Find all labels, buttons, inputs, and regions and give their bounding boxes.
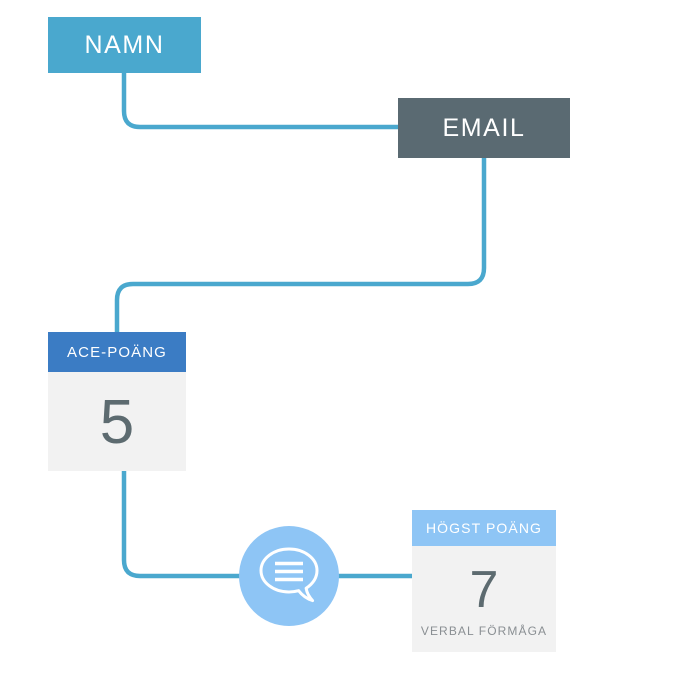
node-chat-icon[interactable] <box>239 526 339 626</box>
card-ace-poang[interactable]: ACE-POÄNG 5 <box>48 332 186 471</box>
card-hogst-poang-header: HÖGST POÄNG <box>412 510 556 546</box>
card-hogst-poang[interactable]: HÖGST POÄNG 7 VERBAL FÖRMÅGA <box>412 510 556 652</box>
card-ace-poang-value: 5 <box>99 387 135 457</box>
connector-namn-to-email <box>121 73 398 130</box>
card-ace-poang-header: ACE-POÄNG <box>48 332 186 372</box>
node-namn[interactable]: NAMN <box>48 17 201 73</box>
card-hogst-poang-body: 7 VERBAL FÖRMÅGA <box>412 546 556 652</box>
node-namn-label: NAMN <box>84 30 165 59</box>
card-ace-poang-body: 5 <box>48 372 186 471</box>
node-email-label: EMAIL <box>442 113 526 142</box>
card-hogst-poang-sublabel: VERBAL FÖRMÅGA <box>420 624 548 638</box>
connector-email-to-ace <box>114 158 487 332</box>
connector-ace-to-hogst <box>121 471 412 579</box>
card-hogst-poang-value: 7 <box>469 561 499 619</box>
chat-bubble-lines-icon <box>259 547 319 603</box>
node-email[interactable]: EMAIL <box>398 98 570 158</box>
